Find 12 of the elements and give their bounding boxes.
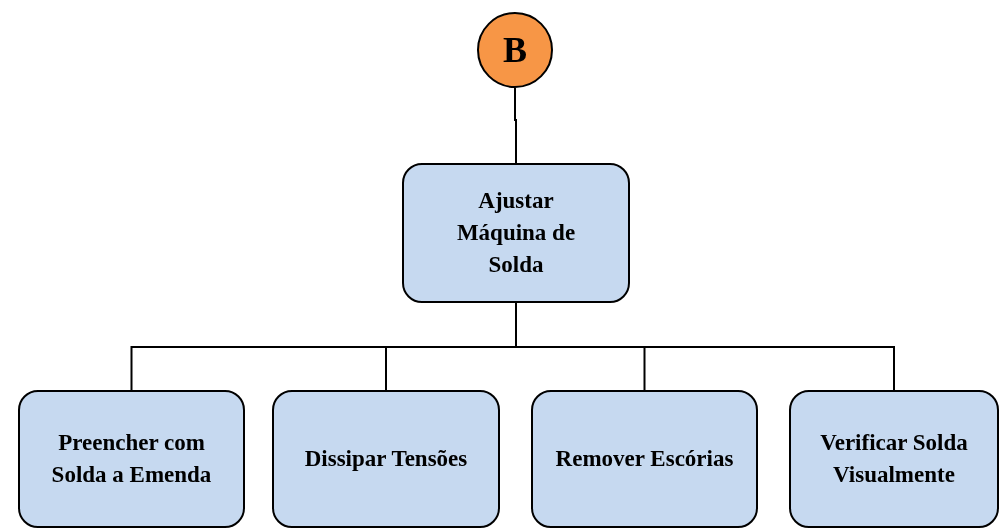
process-box (272, 390, 500, 528)
step-label: Verificar Solda Visualmente (819, 428, 969, 489)
step-label: Remover Escórias (555, 444, 734, 473)
connector-line (514, 87, 517, 164)
step-label: Ajustar Máquina de Solda (455, 186, 577, 280)
connector-letter: B (503, 28, 527, 72)
process-box (18, 390, 245, 528)
step-label: Dissipar Tensões (304, 444, 468, 473)
step-label: Preencher com Solda a Emenda (50, 428, 213, 489)
process-box (531, 390, 758, 528)
process-box (402, 163, 630, 303)
process-box (789, 390, 999, 528)
